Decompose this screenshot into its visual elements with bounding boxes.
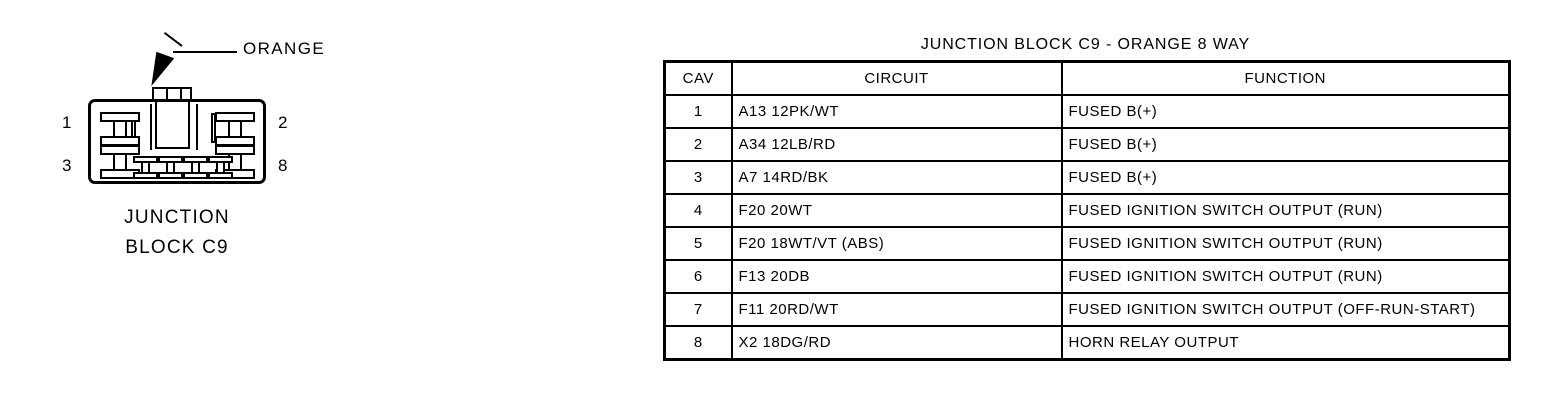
cell-cav: 1 <box>663 94 733 129</box>
cell-cav: 5 <box>663 226 733 261</box>
cell-cav: 6 <box>663 259 733 294</box>
pin-number-bottom-right: 8 <box>278 156 288 175</box>
cavity-6 <box>183 156 208 179</box>
center-rail-left <box>150 104 152 150</box>
cell-function: HORN RELAY OUTPUT <box>1060 325 1511 361</box>
callout-leader-diagonal <box>163 31 183 47</box>
guide-slot-right <box>211 113 216 143</box>
callout-leader-line <box>173 51 237 53</box>
cavity-bar-bottom <box>133 172 158 179</box>
cell-circuit: F11 20RD/WT <box>730 292 1063 327</box>
column-header-function: FUNCTION <box>1060 60 1511 96</box>
cell-cav: 7 <box>663 292 733 327</box>
arrow-pointer-icon <box>144 51 175 91</box>
pinout-table: CAV CIRCUIT FUNCTION 1 A13 12PK/WT FUSED… <box>663 60 1511 361</box>
cell-circuit: F13 20DB <box>730 259 1063 294</box>
pin-number-top-left: 1 <box>62 113 72 132</box>
cell-function: FUSED IGNITION SWITCH OUTPUT (RUN) <box>1060 226 1511 261</box>
cell-circuit: A13 12PK/WT <box>730 94 1063 129</box>
table-row: 7 F11 20RD/WT FUSED IGNITION SWITCH OUTP… <box>663 292 1511 327</box>
callout-label-orange: ORANGE <box>243 39 326 58</box>
cell-function: FUSED B(+) <box>1060 94 1511 129</box>
cell-function: FUSED IGNITION SWITCH OUTPUT (OFF-RUN-ST… <box>1060 292 1511 327</box>
cavity-bar-bottom <box>158 172 183 179</box>
table-row: 1 A13 12PK/WT FUSED B(+) <box>663 94 1511 129</box>
tab-divider-left <box>166 89 168 102</box>
table-row: 6 F13 20DB FUSED IGNITION SWITCH OUTPUT … <box>663 259 1511 294</box>
table-row: 8 X2 18DG/RD HORN RELAY OUTPUT <box>663 325 1511 361</box>
cavity-1 <box>100 112 140 146</box>
cavity-bar-bottom <box>183 172 208 179</box>
cell-cav: 2 <box>663 127 733 162</box>
cell-cav: 4 <box>663 193 733 228</box>
cell-function: FUSED B(+) <box>1060 127 1511 162</box>
connector-locking-tab <box>152 87 192 102</box>
cell-function: FUSED B(+) <box>1060 160 1511 195</box>
center-rail-right <box>196 104 198 150</box>
cavity-4 <box>133 156 158 179</box>
pin-number-bottom-left: 3 <box>62 156 72 175</box>
cell-circuit: A34 12LB/RD <box>730 127 1063 162</box>
cavity-bar-bottom <box>208 172 233 179</box>
table-row: 4 F20 20WT FUSED IGNITION SWITCH OUTPUT … <box>663 193 1511 228</box>
cavity-3 <box>100 145 140 179</box>
cell-circuit: A7 14RD/BK <box>730 160 1063 195</box>
cavity-8 <box>215 145 255 179</box>
table-row: 5 F20 18WT/VT (ABS) FUSED IGNITION SWITC… <box>663 226 1511 261</box>
tab-divider-right <box>180 89 182 102</box>
pinout-panel: JUNCTION BLOCK C9 - ORANGE 8 WAY CAV CIR… <box>663 36 1511 361</box>
cell-cav: 8 <box>663 325 733 361</box>
pin-number-top-right: 2 <box>278 113 288 132</box>
connector-center-block <box>155 99 190 149</box>
cell-circuit: X2 18DG/RD <box>730 325 1063 361</box>
cell-cav: 3 <box>663 160 733 195</box>
cell-circuit: F20 18WT/VT (ABS) <box>730 226 1063 261</box>
cavity-2 <box>215 112 255 146</box>
connector-caption-line-1: JUNCTION <box>124 207 230 228</box>
connector-caption: JUNCTION BLOCK C9 <box>0 203 354 263</box>
table-title: JUNCTION BLOCK C9 - ORANGE 8 WAY <box>920 36 1251 53</box>
cavity-7 <box>208 156 233 179</box>
table-row: 3 A7 14RD/BK FUSED B(+) <box>663 160 1511 195</box>
connector-caption-line-2: BLOCK C9 <box>125 237 229 258</box>
cell-circuit: F20 20WT <box>730 193 1063 228</box>
cell-function: FUSED IGNITION SWITCH OUTPUT (RUN) <box>1060 193 1511 228</box>
column-header-cav: CAV <box>663 60 733 96</box>
table-header-row: CAV CIRCUIT FUNCTION <box>663 60 1511 96</box>
table-row: 2 A34 12LB/RD FUSED B(+) <box>663 127 1511 162</box>
connector-diagram: ORANGE <box>0 0 360 300</box>
cell-function: FUSED IGNITION SWITCH OUTPUT (RUN) <box>1060 259 1511 294</box>
column-header-circuit: CIRCUIT <box>730 60 1063 96</box>
cavity-5 <box>158 156 183 179</box>
